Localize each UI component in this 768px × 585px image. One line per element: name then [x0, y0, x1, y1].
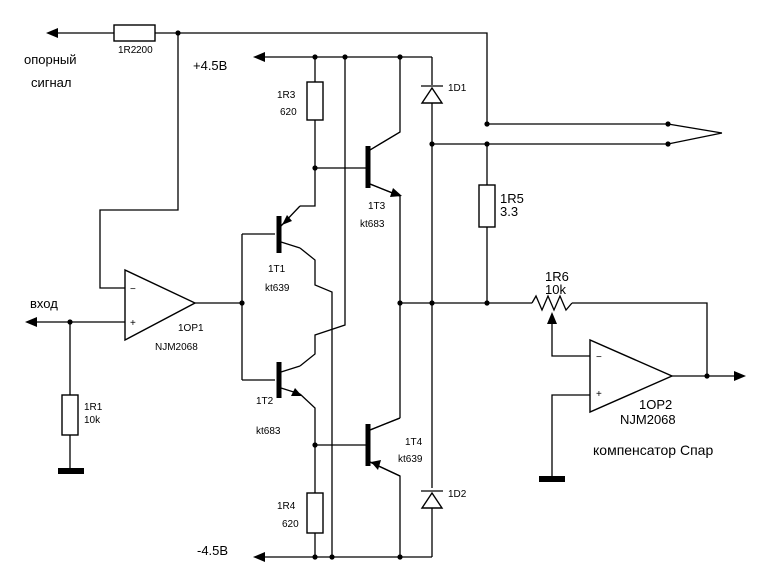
r6-ref: 1R6	[545, 269, 569, 284]
ground-op2-icon	[539, 476, 565, 482]
wire-feedback-op1	[99, 33, 179, 289]
arrow-negative-rail-icon	[253, 552, 265, 562]
t3-ref: 1T3	[368, 201, 386, 212]
op1-plus-pin: +	[130, 318, 136, 329]
grounds	[58, 468, 565, 482]
junctions	[67, 30, 710, 560]
arrow-r6-wiper-icon	[547, 312, 557, 324]
wire-t1-collector	[299, 247, 333, 557]
label-ref-signal-1: опорный	[24, 52, 77, 67]
t1-type: kt639	[265, 283, 290, 294]
resistor-r6	[531, 294, 573, 312]
arrow-ref-signal-icon	[46, 28, 58, 38]
resistor-r3	[306, 81, 324, 121]
d2-ref: 1D2	[448, 489, 467, 500]
r2-value: 200	[136, 45, 153, 56]
t3-type: kt683	[360, 219, 385, 230]
t2-ref: 1T2	[256, 396, 274, 407]
op-amps	[124, 268, 674, 414]
r1-value: 10k	[84, 415, 101, 426]
label-negative-rail: -4.5В	[197, 543, 228, 558]
t2-type: kt683	[256, 426, 281, 437]
t1-ref: 1T1	[268, 264, 286, 275]
label-compensator: компенсатор Спар	[593, 442, 713, 458]
t4-type: kt639	[398, 454, 423, 465]
transistor-t3-arrow-icon	[390, 188, 402, 197]
label-positive-rail: +4.5В	[193, 58, 227, 73]
op2-type: NJM2068	[620, 412, 676, 427]
wire-t4-emitter	[369, 461, 401, 557]
text-labels: опорный сигнал вход +4.5В -4.5В компенса…	[24, 45, 713, 558]
transistor-t2-arrow-icon	[291, 388, 302, 396]
label-ref-signal-2: сигнал	[31, 75, 72, 90]
diode-d2-icon	[420, 491, 444, 509]
transistor-t4-arrow-icon	[371, 460, 381, 470]
r5-value: 3.3	[500, 204, 518, 219]
op2-plus-pin: +	[596, 389, 602, 400]
arrows	[25, 28, 746, 562]
wire-r6	[572, 302, 708, 376]
wire-t3-collector	[369, 57, 401, 151]
op2-ref: 1OP2	[639, 397, 672, 412]
resistor-r5	[478, 184, 496, 228]
transistor-t1-arrow-icon	[282, 215, 292, 225]
wire-t1-emitter	[300, 168, 316, 207]
op1-ref: 1OP1	[178, 323, 204, 334]
ground-r1-icon	[58, 468, 84, 474]
resistor-r1	[61, 394, 79, 436]
wire-t2-collector	[299, 57, 346, 367]
wire-t2-emitter	[299, 393, 316, 445]
label-input: вход	[30, 296, 58, 311]
d1-ref: 1D1	[448, 83, 467, 94]
r6-value: 10k	[545, 282, 566, 297]
op1-type: NJM2068	[155, 342, 198, 353]
diodes	[420, 85, 444, 509]
resistor-r4	[306, 492, 324, 534]
r2-ref: 1R2	[118, 45, 137, 56]
transistors	[276, 131, 402, 477]
r5-ref: 1R5	[500, 191, 524, 206]
opamp-op1	[124, 268, 197, 342]
arrow-input-icon	[25, 317, 37, 327]
opamp-op2	[589, 338, 674, 414]
r3-value: 620	[280, 107, 297, 118]
op2-minus-pin: −	[596, 352, 602, 363]
arrow-op2-output-icon	[734, 371, 746, 381]
r4-ref: 1R4	[277, 501, 296, 512]
wire-op2-plus	[551, 394, 590, 478]
wire-sense-line	[432, 132, 723, 145]
wire-r6-wiper	[551, 316, 590, 357]
diode-d1-icon	[420, 86, 444, 104]
arrow-positive-rail-icon	[253, 52, 265, 62]
r4-value: 620	[282, 519, 299, 530]
r3-ref: 1R3	[277, 90, 296, 101]
t4-ref: 1T4	[405, 437, 423, 448]
resistor-r2	[113, 24, 156, 42]
op1-minus-pin: −	[130, 284, 136, 295]
resistors	[61, 24, 573, 534]
wire-op1-output	[195, 234, 243, 380]
r1-ref: 1R1	[84, 402, 103, 413]
